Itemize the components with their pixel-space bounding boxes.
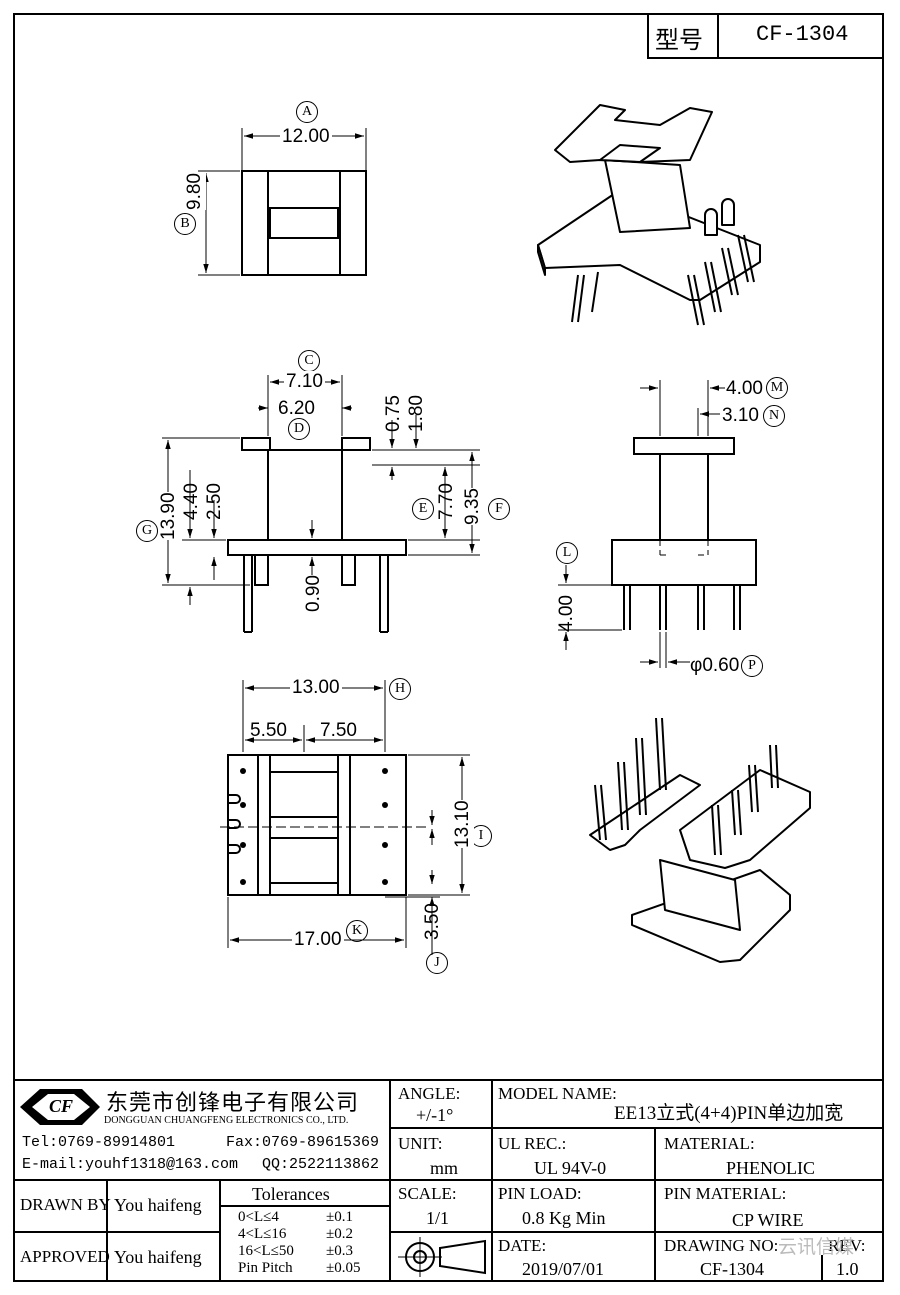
logo-text: CF: [49, 1096, 74, 1116]
dim-g-value: 13.90: [158, 492, 180, 540]
model-name-value: EE13立式(4+4)PIN单边加宽: [614, 1103, 844, 1124]
tol-value: ±0.1: [326, 1209, 353, 1225]
approved-label: APPROVED: [20, 1247, 110, 1266]
dim-090-value: 0.90: [303, 575, 324, 612]
dim-440-value: 4.40: [181, 483, 202, 520]
dim-d-value: 6.20: [278, 398, 315, 419]
model-value: CF-1304: [756, 22, 849, 47]
tel-text: Tel:0769-89914801: [22, 1134, 176, 1151]
tol-range: 0<L≤4: [238, 1209, 279, 1225]
dim-750-value: 7.50: [320, 720, 357, 741]
approved-value: You haifeng: [114, 1247, 202, 1267]
drawing-no-value: CF-1304: [700, 1259, 765, 1279]
bottom-dims: [227, 680, 470, 955]
iso-view-top: [537, 104, 761, 326]
rev-value: 1.0: [836, 1259, 859, 1279]
qq-text: QQ:2522113862: [262, 1156, 380, 1173]
dim-letter-b: B: [174, 213, 196, 235]
dim-j-value: 3.50: [422, 903, 443, 940]
tol-value: ±0.05: [326, 1260, 361, 1276]
ul-label: UL REC.:: [498, 1134, 567, 1153]
dim-letter-f: F: [488, 498, 510, 520]
dim-250-value: 2.50: [204, 483, 225, 520]
dim-h-value: 13.00: [290, 677, 342, 699]
angle-label: ANGLE:: [398, 1084, 461, 1103]
rev-label: REV:: [828, 1236, 866, 1255]
model-label: 型号: [655, 28, 703, 54]
side-view: [611, 437, 757, 630]
watermark: 云讯信媒: [778, 1236, 855, 1258]
dim-letter-j: J: [426, 952, 448, 974]
tol-value: ±0.2: [326, 1226, 353, 1242]
pin-material-label: PIN MATERIAL:: [664, 1184, 787, 1203]
top-view: [241, 170, 367, 276]
dim-letter-k: K: [346, 920, 368, 942]
dim-letter-n: N: [763, 405, 785, 427]
dim-a-value: 12.00: [280, 126, 332, 148]
iso-view-bottom: [589, 717, 811, 963]
dim-e-value: 7.70: [436, 483, 457, 520]
company-name-cn: 东莞市创锋电子有限公司: [106, 1090, 360, 1115]
dim-letter-d: D: [288, 418, 310, 440]
unit-value: mm: [430, 1158, 459, 1178]
unit-label: UNIT:: [398, 1134, 443, 1153]
pin-load-label: PIN LOAD:: [498, 1184, 582, 1203]
pin-material-value: CP WIRE: [732, 1210, 804, 1230]
front-dims: [162, 375, 480, 605]
dim-b-value: 9.80: [184, 173, 206, 210]
fax-text: Fax:0769-89615369: [226, 1134, 380, 1151]
dim-letter-a: A: [296, 101, 318, 123]
company-name-en: DONGGUAN CHUANGFENG ELECTRONICS CO., LTD…: [104, 1115, 349, 1126]
drawing-no-label: DRAWING NO:: [664, 1236, 779, 1255]
side-dims-solid: [558, 380, 725, 668]
ul-value: UL 94V-0: [534, 1158, 607, 1178]
material-label: MATERIAL:: [664, 1134, 755, 1153]
scale-value: 1/1: [426, 1208, 450, 1228]
dim-n-value: 3.10: [722, 405, 759, 426]
tol-value: ±0.3: [326, 1243, 353, 1259]
dim-550-value: 5.50: [250, 720, 287, 741]
dim-075-value: 0.75: [383, 395, 404, 432]
date-value: 2019/07/01: [522, 1259, 605, 1279]
dim-m-value: 4.00: [726, 378, 763, 399]
tol-range: 16<L≤50: [238, 1243, 294, 1259]
scale-label: SCALE:: [398, 1184, 457, 1203]
header-box: [647, 13, 884, 59]
dim-p-value: φ0.60: [690, 655, 740, 676]
dim-f-value: 9.35: [462, 488, 484, 525]
dim-letter-h: H: [389, 678, 411, 700]
date-label: DATE:: [498, 1236, 547, 1255]
drawn-by-value: You haifeng: [114, 1195, 202, 1215]
dim-letter-c: C: [298, 350, 320, 372]
dim-k-value: 17.00: [292, 929, 344, 951]
dim-letter-e: E: [412, 498, 434, 520]
dim-letter-g: G: [136, 520, 158, 542]
projection-symbol-icon: [398, 1237, 486, 1277]
tol-range: Pin Pitch: [238, 1260, 293, 1276]
dim-letter-p: P: [741, 655, 763, 677]
side-dims: [659, 540, 709, 556]
angle-value: +/-1°: [416, 1105, 454, 1125]
bottom-holes: [240, 768, 388, 885]
company-logo: [20, 1089, 100, 1125]
dim-B: [198, 170, 240, 276]
dim-letter-l: L: [556, 542, 578, 564]
bottom-view: [227, 754, 407, 896]
dim-letter-m: M: [766, 377, 788, 399]
title-block-grid: [13, 1079, 884, 1282]
model-name-label: MODEL NAME:: [498, 1084, 617, 1103]
dim-i-value: 13.10: [452, 800, 474, 848]
material-value: PHENOLIC: [726, 1158, 815, 1178]
dim-c-value: 7.10: [284, 371, 325, 393]
tolerances-title: Tolerances: [252, 1184, 330, 1204]
drawn-by-label: DRAWN BY: [20, 1195, 111, 1214]
dim-180-value: 1.80: [406, 395, 427, 432]
pin-load-value: 0.8 Kg Min: [522, 1208, 606, 1228]
tol-range: 4<L≤16: [238, 1226, 287, 1242]
email-text: E-mail:youhf1318@163.com: [22, 1156, 239, 1173]
dim-l-value: 4.00: [556, 595, 577, 632]
front-view: [227, 437, 407, 633]
